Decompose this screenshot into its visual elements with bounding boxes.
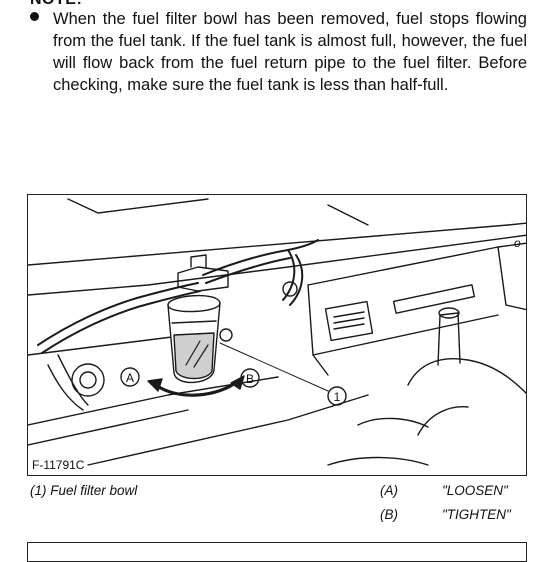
callout-b-label: B — [246, 372, 254, 386]
callout-a-label: A — [126, 371, 134, 385]
caption-a-key: (A) — [380, 483, 398, 498]
engine-line-drawing: A B 1 o — [28, 198, 526, 466]
caption-b-key: (B) — [380, 507, 398, 522]
fuel-filter-illustration: A B 1 o F-11791C — [27, 194, 527, 476]
bullet-dot-icon — [30, 12, 39, 21]
marker-o-label: o — [514, 236, 521, 250]
figure-id: F-11791C — [32, 458, 85, 472]
note-heading: NOTE: — [30, 0, 82, 9]
caption-a-value: "LOOSEN" — [442, 483, 508, 498]
next-section-box — [27, 542, 527, 562]
caption-fuel-filter-bowl: (1) Fuel filter bowl — [30, 483, 138, 498]
note-text: When the fuel filter bowl has been remov… — [53, 10, 527, 94]
caption-b-value: "TIGHTEN" — [442, 507, 511, 522]
callout-1-label: 1 — [334, 390, 341, 404]
